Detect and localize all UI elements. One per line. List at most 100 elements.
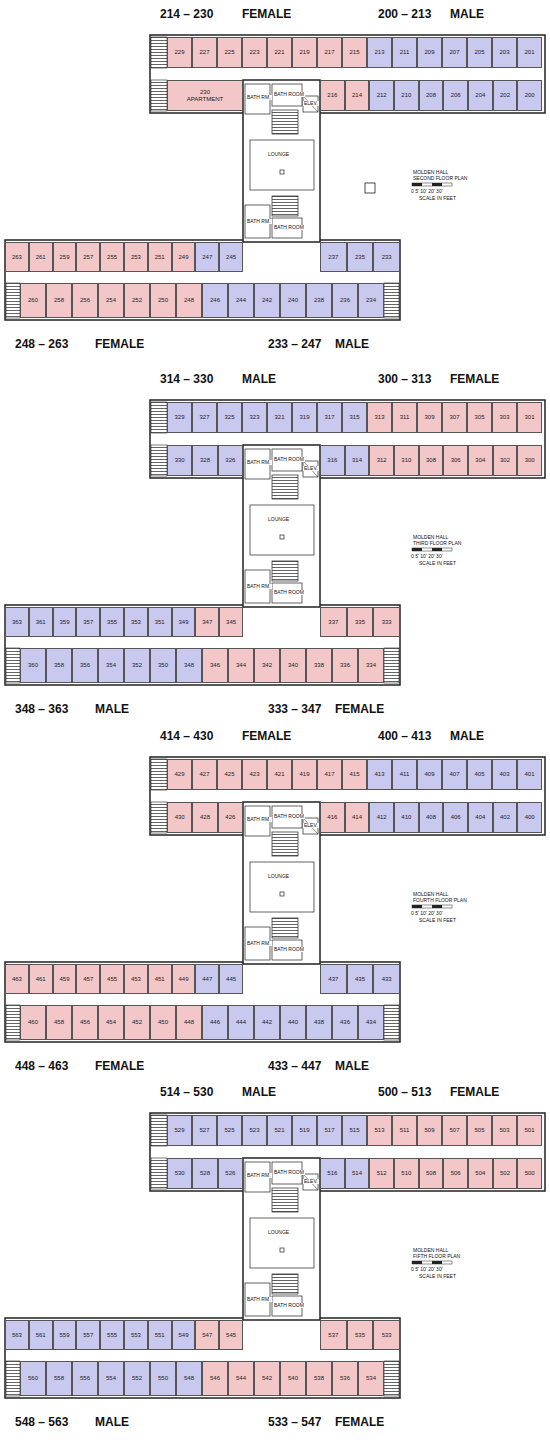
room-cell: 234 (358, 283, 384, 318)
room-number: 260 (28, 297, 38, 304)
room-number: 449 (178, 976, 188, 983)
room-number: 326 (225, 457, 235, 464)
room-label: LOUNGE (267, 874, 290, 879)
room-cell: 561 (29, 1320, 53, 1350)
room-cell: 429 (167, 759, 192, 790)
room-number: 538 (314, 1375, 324, 1382)
room-cell: 245 (219, 242, 243, 272)
room-number: 446 (210, 1019, 220, 1026)
room-cell: 521 (267, 1115, 292, 1146)
room-number: 345 (226, 619, 236, 626)
room-number: 244 (236, 297, 246, 304)
room-note: APARTMENT (187, 96, 223, 103)
room-number: 435 (355, 976, 365, 983)
room-number: 305 (474, 414, 484, 421)
room-cell: 544 (228, 1361, 254, 1396)
room-number: 227 (199, 49, 209, 56)
room-cell: 558 (46, 1361, 72, 1396)
room-number: 436 (340, 1019, 350, 1026)
room-cell: 527 (192, 1115, 217, 1146)
room-number: 433 (382, 976, 392, 983)
room-cell: 546 (202, 1361, 228, 1396)
room-cell: 507 (442, 1115, 467, 1146)
room-number: 317 (324, 414, 334, 421)
room-number: 233 (382, 254, 392, 261)
gender-heading: MALE (242, 373, 276, 385)
room-cell: 463 (5, 964, 29, 994)
room-cell: 214 (345, 80, 370, 111)
room-cell: 401 (517, 759, 542, 790)
range-heading: 433 – 447 (268, 1060, 321, 1072)
scale-text: 0 5' 10' 20' 30' (410, 554, 444, 559)
plan-title: MOLDEN HALL (412, 535, 449, 540)
room-cell: 311 (392, 402, 417, 433)
room-cell: 329 (167, 402, 192, 433)
room-cell: 257 (76, 242, 100, 272)
room-cell: 446 (202, 1005, 228, 1040)
gender-heading: FEMALE (242, 8, 291, 20)
room-cell: 213 (367, 37, 392, 68)
room-number: 261 (36, 254, 46, 261)
room-cell: 248 (176, 283, 202, 318)
room-label: ELEV. (303, 1179, 319, 1184)
room-label: ELEV. (303, 101, 319, 106)
room-number: 354 (106, 662, 116, 669)
room-cell: 314 (345, 445, 370, 476)
room-number: 553 (131, 1332, 141, 1339)
room-number: 560 (28, 1375, 38, 1382)
room-number: 514 (352, 1170, 362, 1177)
room-label: BATH ROOM (273, 947, 305, 952)
room-cell: 508 (419, 1158, 444, 1189)
room-cell: 361 (29, 607, 53, 637)
room-number: 256 (80, 297, 90, 304)
room-number: 215 (349, 49, 359, 56)
scale-text: SCALE IN FEET (418, 918, 457, 923)
room-number: 550 (158, 1375, 168, 1382)
plan-title: MOLDEN HALL (412, 170, 449, 175)
range-heading: 248 – 263 (15, 338, 68, 350)
room-cell: 212 (369, 80, 394, 111)
room-cell: 461 (29, 964, 53, 994)
room-number: 549 (178, 1332, 188, 1339)
room-number: 401 (524, 771, 534, 778)
gender-heading: MALE (95, 703, 129, 715)
room-number: 219 (299, 49, 309, 56)
room-cell: 427 (192, 759, 217, 790)
room-number: 552 (132, 1375, 142, 1382)
room-number: 336 (340, 662, 350, 669)
room-number: 461 (36, 976, 46, 983)
room-cell: 358 (46, 648, 72, 683)
room-cell: 433 (373, 964, 400, 994)
room-number: 312 (377, 457, 387, 464)
room-cell: 347 (195, 607, 219, 637)
room-cell: 215 (342, 37, 367, 68)
room-label: BATH ROOM (273, 92, 305, 97)
room-number: 426 (225, 814, 235, 821)
room-cell: 316 (320, 445, 345, 476)
scale-text: 0 5' 10' 20' 30' (410, 189, 444, 194)
room-cell: 334 (358, 648, 384, 683)
room-cell: 559 (53, 1320, 77, 1350)
room-number: 458 (54, 1019, 64, 1026)
room-cell: 300 (517, 445, 542, 476)
room-cell: 254 (98, 283, 124, 318)
gender-heading: FEMALE (242, 730, 291, 742)
room-number: 456 (80, 1019, 90, 1026)
room-cell: 217 (317, 37, 342, 68)
range-heading: 233 – 247 (268, 338, 321, 350)
room-cell: 506 (443, 1158, 468, 1189)
room-label: LOUNGE (267, 1230, 290, 1235)
room-cell: 533 (373, 1320, 400, 1350)
room-number: 249 (178, 254, 188, 261)
room-cell: 430 (167, 802, 192, 833)
room-cell: 345 (219, 607, 243, 637)
room-number: 444 (236, 1019, 246, 1026)
room-cell: 233 (373, 242, 400, 272)
room-number: 419 (299, 771, 309, 778)
room-cell: 301 (517, 402, 542, 433)
room-number: 359 (59, 619, 69, 626)
room-cell: 459 (53, 964, 77, 994)
room-cell: 321 (267, 402, 292, 433)
room-cell: 230APARTMENT (167, 80, 243, 111)
